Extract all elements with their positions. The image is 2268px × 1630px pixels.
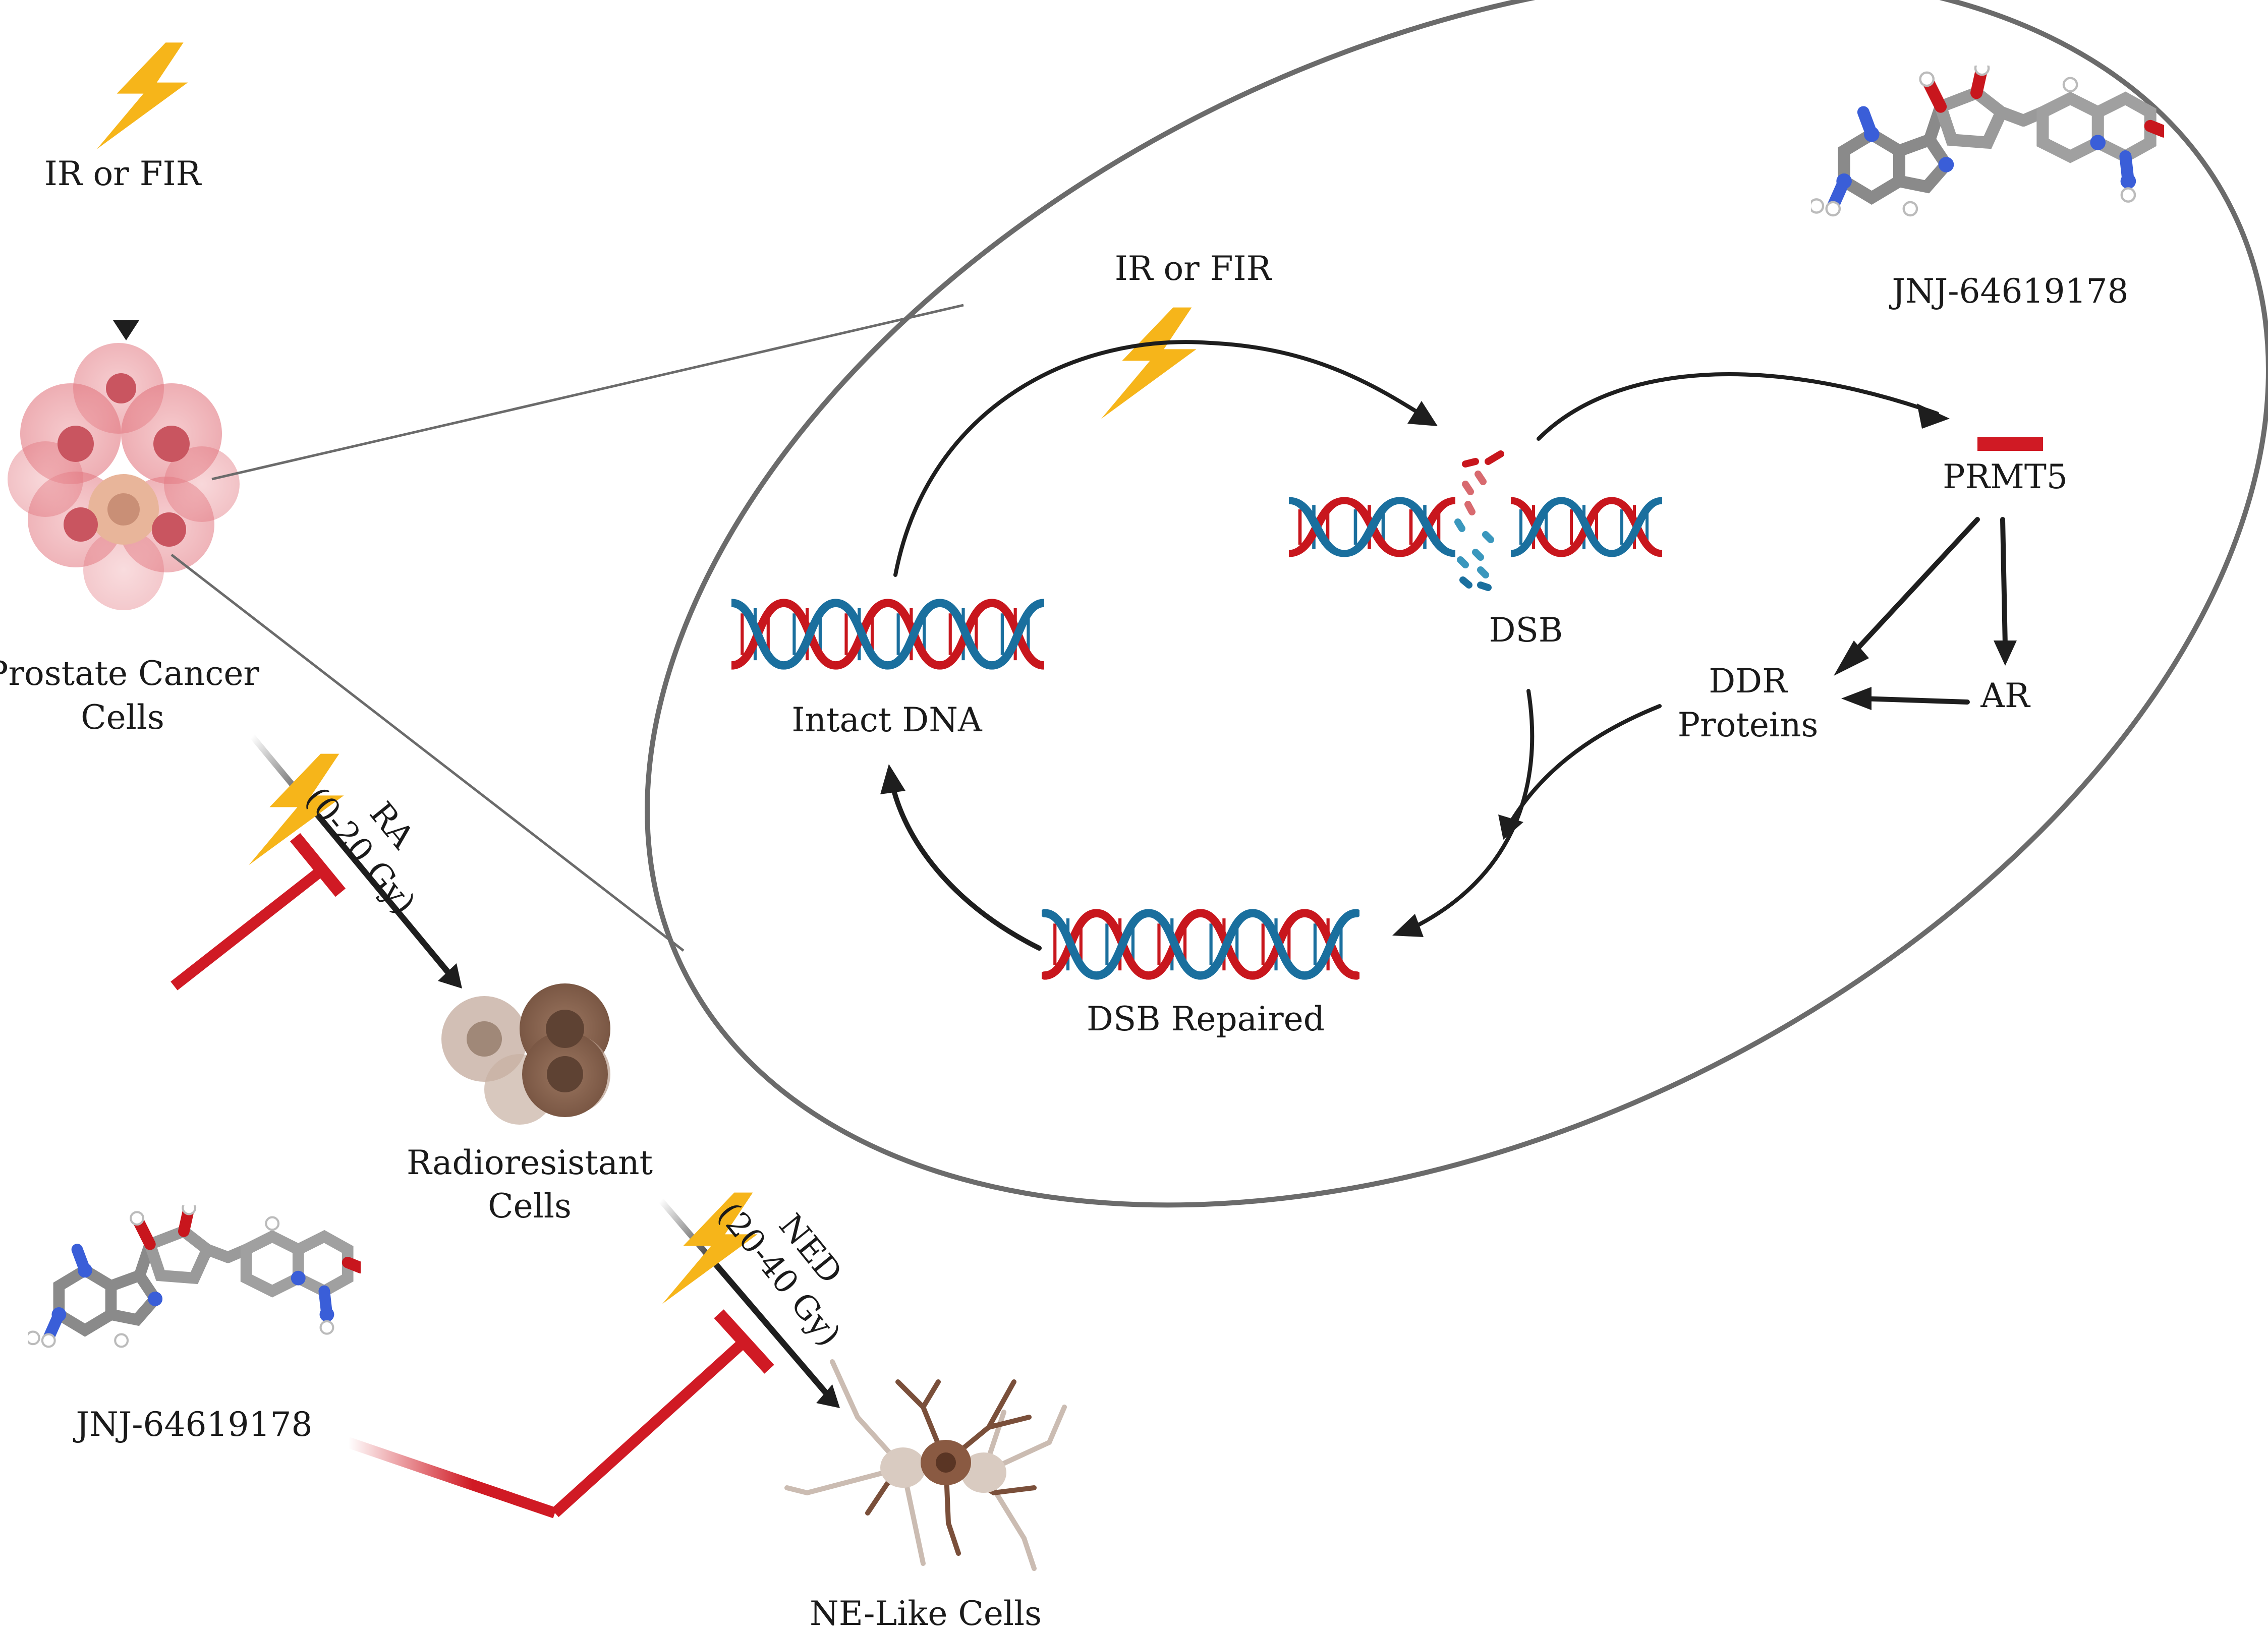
ir-or-fir-label-top: IR or FIR (44, 154, 202, 193)
dsb-repaired-label: DSB Repaired (1087, 1000, 1325, 1038)
ar-label: AR (1980, 676, 2031, 715)
prostate-cancer-cells-label-line2: Cells (81, 698, 164, 737)
arrow-ar-to-ddr-head (1841, 687, 1872, 710)
arrow-dsb-to-repaired-head (1392, 914, 1424, 937)
arrow-ar-to-ddr (1859, 696, 1970, 705)
ra-dose-label: (0-20 Gy) (298, 780, 423, 922)
zoom-line-upper (211, 304, 964, 481)
prmt5-label: PRMT5 (1943, 457, 2068, 496)
arrow-prmt5-to-ddr (1844, 517, 1980, 663)
radioresistant-cells-label-line1: Radioresistant (407, 1143, 653, 1182)
inhibition-bar-ra (290, 833, 346, 897)
inhibition-line-ned-diagonal (551, 1340, 746, 1518)
arrow-intact-to-dsb-head (1407, 401, 1438, 426)
prostate-cancer-cell-cluster-icon (8, 343, 240, 610)
radioresistant-cells-label-line2: Cells (488, 1187, 572, 1226)
arrow-to-prostate-cells-head (113, 320, 139, 340)
jnj-64619178-molecule-icon-bottom (27, 1202, 361, 1347)
zoom-line-lower (171, 554, 685, 952)
arrow-dsb-to-repaired (1410, 689, 1535, 930)
inhibition-line-ned-horizontal (346, 1437, 557, 1519)
ra-arrow-head (438, 963, 462, 988)
arrow-dsb-to-prmt5-head (1917, 403, 1950, 429)
ned-arrow (658, 1198, 830, 1396)
ddr-proteins-label-line1: DDR (1709, 662, 1788, 701)
arrow-prmt5-to-ddr-head (1834, 641, 1869, 676)
zoom-inset-ellipse (645, 0, 2268, 1208)
arrow-repaired-to-intact-head (880, 764, 905, 794)
dsb-repaired-helix-icon (1045, 913, 1357, 976)
prostate-cancer-cells-label-line1: Prostate Cancer (0, 654, 259, 693)
arrow-repaired-to-intact (890, 784, 1042, 951)
arrow-prmt5-to-ar (2000, 517, 2008, 648)
ne-like-cells-label: NE-Like Cells (810, 1594, 1042, 1630)
inhibition-bar-ned (714, 1309, 774, 1374)
arrow-intact-to-dsb (893, 340, 1430, 577)
ned-arrow-head (816, 1384, 840, 1408)
ddr-proteins-label-line2: Proteins (1678, 706, 1819, 744)
jnj-64619178-molecule-icon-top (1810, 62, 2164, 215)
ra-arrow (250, 734, 451, 975)
broken-dna-helix-icon (1289, 450, 1662, 591)
radioresistant-cell-cluster-icon (441, 983, 610, 1125)
ir-or-fir-label-inset: IR or FIR (1115, 249, 1273, 288)
inhibition-line-ra-diagonal (171, 863, 329, 991)
inset-lightning-bolt-icon (1101, 307, 1197, 419)
arrow-prmt5-to-ar-head (1994, 641, 2017, 666)
intact-dna-label: Intact DNA (791, 701, 983, 739)
jnj-64619178-label-top: JNJ-64619178 (1889, 272, 2129, 311)
intact-dna-helix-icon (732, 603, 1044, 666)
arrow-dsb-to-prmt5 (1537, 372, 1939, 441)
jnj-64619178-label-bottom: JNJ-64619178 (73, 1405, 313, 1444)
neuron-like-cells-icon (784, 1359, 1067, 1571)
dsb-label: DSB (1489, 611, 1563, 650)
lightning-bolt-icon (97, 42, 188, 149)
